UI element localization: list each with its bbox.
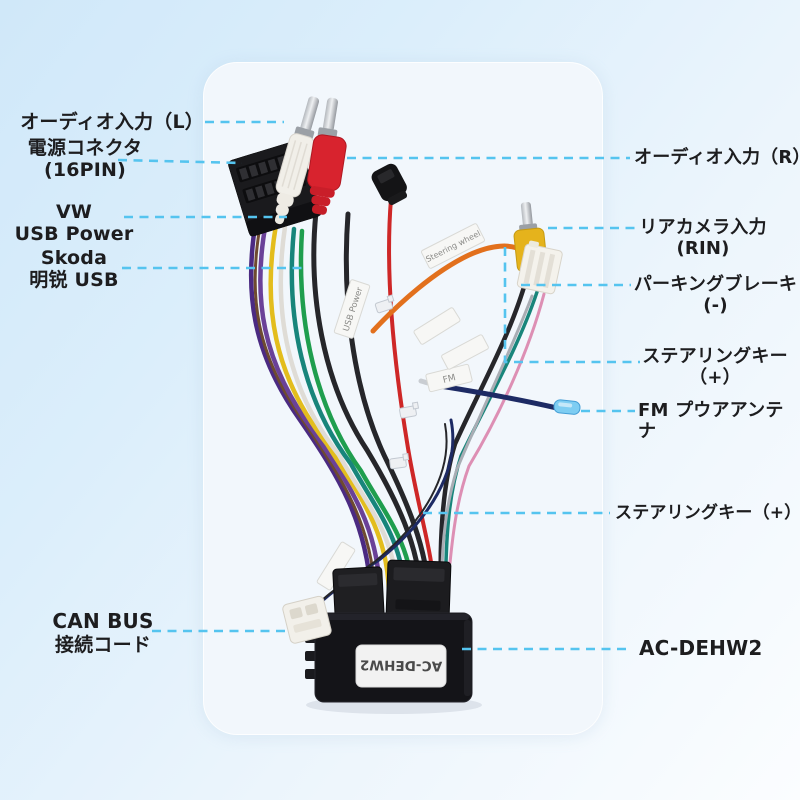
fm-antenna-terminal — [553, 399, 581, 415]
steering-orange-wire — [370, 243, 526, 334]
label-line: オーディオ入力（R） — [634, 147, 800, 168]
canbus-decoder-box: AC-DEHW2 — [282, 559, 473, 703]
label-line: (RIN) — [676, 238, 730, 260]
canbus-white-connector — [282, 595, 332, 644]
leader-lines — [117, 120, 640, 651]
label-vw-usb-power: VW USB Power — [8, 201, 140, 246]
box-label-text: AC-DEHW2 — [360, 656, 443, 673]
label-skoda-usb: Skoda 明锐 USB — [8, 247, 140, 292]
label-line: Skoda — [40, 247, 108, 269]
label-line: 電源コネクタ — [27, 137, 143, 159]
label-line: AC-DEHW2 — [639, 636, 763, 660]
svg-text:FM: FM — [442, 373, 457, 386]
parking-brake-connector — [516, 240, 563, 295]
label-line: ステアリングキー（+） — [615, 503, 800, 523]
label-line: FM プウアアンテナ — [638, 400, 784, 443]
label-steering-key-1: ステアリングキー （+） — [640, 346, 790, 388]
wire-bundle — [248, 197, 560, 616]
label-audio-input-r: オーディオ入力（R） — [634, 147, 800, 168]
label-line: リアカメラ入力 — [639, 217, 767, 238]
label-can-bus-cable: CAN BUS 接続コード — [28, 609, 178, 656]
label-parking-brake: パーキングブレーキ (-) — [633, 274, 798, 316]
leader-steering-1 — [503, 247, 640, 364]
label-line: CAN BUS — [52, 609, 154, 633]
rca-plug-red-r — [307, 97, 347, 215]
box-label-sticker — [355, 644, 447, 688]
label-line: 接続コード — [54, 633, 151, 656]
cable-ties — [374, 294, 420, 470]
label-line: (16PIN) — [43, 159, 127, 182]
rca-plug-white-l — [274, 96, 320, 225]
label-fm-antenna: FM プウアアンテナ — [638, 400, 798, 442]
label-line: （+） — [689, 367, 741, 389]
label-rear-camera-input: リアカメラ入力 (RIN) — [628, 217, 778, 259]
leader-power-16pin — [117, 158, 243, 165]
label-line: (-) — [703, 295, 728, 317]
label-line: 明锐 USB — [29, 269, 119, 292]
label-model-code: AC-DEHW2 — [639, 636, 769, 661]
label-line: USB Power — [14, 223, 134, 246]
wire-tag-fm: FM — [425, 363, 473, 393]
wire-tag-usb-power: USB Power — [333, 279, 371, 339]
label-line: ステアリングキー — [642, 346, 788, 367]
label-audio-input-l: オーディオ入力（L） — [20, 111, 204, 133]
label-steering-key-2: ステアリングキー（+） — [615, 503, 800, 523]
label-power-connector-16pin: 電源コネクタ (16PIN) — [14, 137, 156, 182]
label-line: VW — [55, 201, 93, 223]
label-line: パーキングブレーキ — [633, 274, 798, 295]
sm-connector — [371, 163, 408, 206]
fm-antenna-wire — [437, 383, 560, 411]
label-line: オーディオ入力（L） — [20, 111, 204, 133]
